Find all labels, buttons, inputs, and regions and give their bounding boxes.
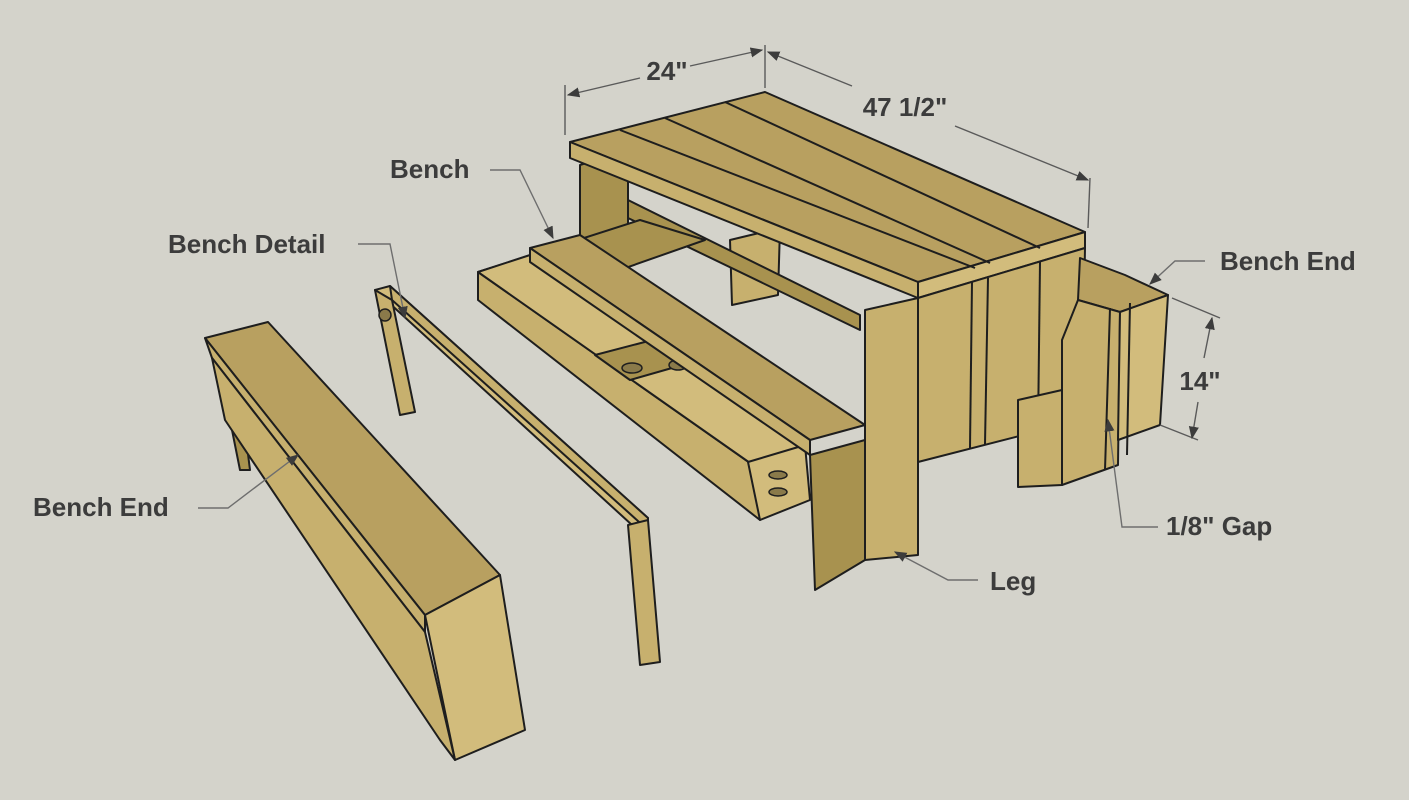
callout-leg: Leg	[893, 551, 1036, 596]
dowel-hole	[378, 308, 392, 322]
callout-bench-end-left: Bench End	[33, 454, 300, 522]
bench-frame-end	[747, 444, 811, 521]
right-bench-leg	[1017, 389, 1063, 488]
callout-bench-detail: Bench Detail	[168, 229, 408, 320]
dimension-width: 24"	[564, 45, 766, 135]
gap-seam	[1126, 302, 1131, 456]
bench-seat-edge	[529, 247, 811, 456]
label-bench-detail: Bench Detail	[168, 229, 326, 259]
tabletop-seam	[724, 101, 1041, 249]
left-bench	[204, 321, 526, 761]
dimension-height-label: 14"	[1179, 366, 1220, 396]
gap-seam	[1104, 307, 1111, 471]
table	[569, 91, 1086, 591]
dowel-hole	[768, 470, 788, 480]
label-leg: Leg	[990, 566, 1036, 596]
dimension-height: 14"	[1159, 297, 1221, 441]
right-bench-panel	[1061, 299, 1121, 486]
dimension-length: 47 1/2"	[766, 51, 1091, 229]
right-bench	[1017, 257, 1169, 488]
right-bench-end	[1117, 294, 1169, 441]
left-bench-end	[424, 574, 526, 761]
table-leg-front	[864, 297, 919, 561]
callout-gap: 1/8" Gap	[1104, 418, 1272, 541]
dowel-hole	[768, 487, 788, 497]
dimension-width-label: 24"	[646, 56, 687, 86]
dimension-length-label: 47 1/2"	[863, 92, 948, 122]
table-apron	[627, 199, 861, 331]
callout-bench: Bench	[390, 154, 554, 240]
label-bench-end-right: Bench End	[1220, 246, 1356, 276]
tabletop-seam	[619, 129, 976, 269]
left-bench-side	[211, 357, 456, 761]
bench-detail-leg-right	[627, 519, 661, 666]
callout-bench-end-right: Bench End	[1149, 246, 1356, 285]
bench-detail	[374, 285, 661, 666]
label-bench-end-left: Bench End	[33, 492, 169, 522]
tabletop-seam	[664, 117, 991, 264]
dowel-hole	[621, 362, 643, 374]
label-gap: 1/8" Gap	[1166, 511, 1272, 541]
center-bench	[477, 219, 866, 521]
label-bench: Bench	[390, 154, 469, 184]
table-leg-front-side	[809, 439, 866, 591]
end-panel-seam	[984, 277, 989, 445]
end-panel-seam	[969, 281, 973, 449]
